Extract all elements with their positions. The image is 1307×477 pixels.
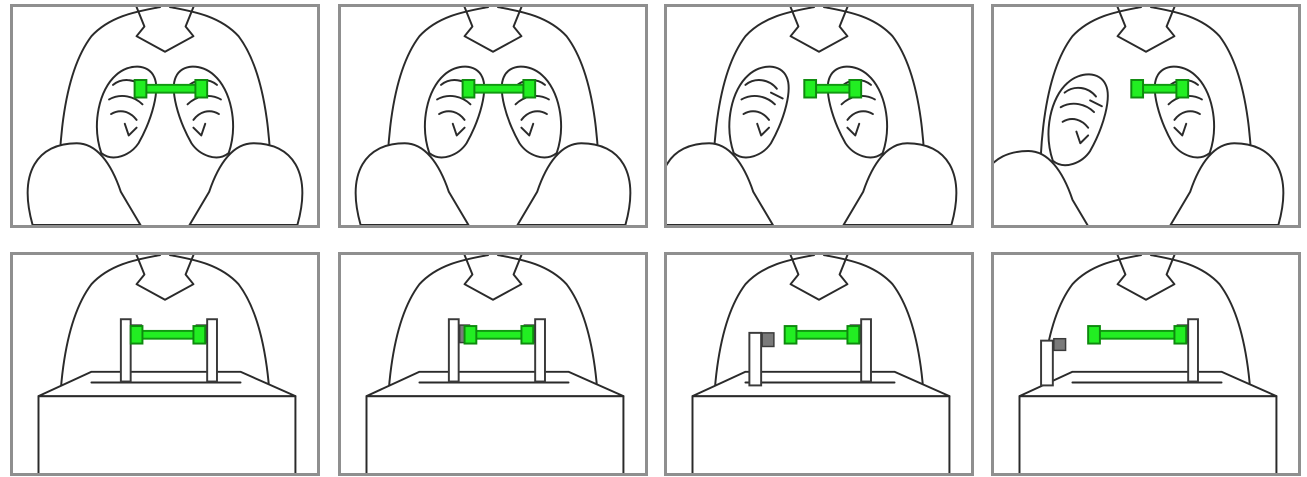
panel-illustration [354, 7, 632, 225]
clamp-left [1053, 337, 1067, 352]
clamp-left [761, 332, 775, 348]
fixture [365, 318, 625, 473]
collar [789, 7, 849, 53]
panel-fixture-step-2 [338, 252, 648, 476]
panel-illustration [26, 7, 304, 225]
bench-top [691, 370, 951, 398]
collar [463, 255, 523, 301]
panel-illustration [365, 255, 625, 473]
part-end-left [1130, 79, 1145, 99]
bench [691, 395, 951, 473]
fixture-post-right [534, 318, 546, 383]
panel-fixture-step-4 [991, 252, 1301, 476]
collar [463, 7, 523, 53]
green-part [1130, 79, 1190, 99]
green-part [803, 79, 863, 99]
collar [1116, 7, 1176, 53]
part-end-left [133, 79, 148, 99]
part-end-right [520, 325, 535, 345]
green-part [1087, 325, 1188, 345]
part-rod [789, 329, 849, 340]
green-part [129, 325, 207, 345]
panel-hands-step-3 [664, 4, 974, 228]
panel-hands-step-4 [991, 4, 1301, 228]
collar [789, 255, 849, 301]
bench-top [37, 370, 297, 398]
green-part [783, 325, 861, 345]
panel-illustration [37, 255, 297, 473]
panel-fixture-step-3 [664, 252, 974, 476]
panel-illustration [1018, 255, 1278, 473]
part-end-left [463, 325, 478, 345]
panel-hands-step-1 [10, 4, 320, 228]
left-hand [994, 73, 1109, 225]
fixture-post-left [447, 318, 460, 383]
collar [1116, 255, 1176, 301]
fixture-post-left [748, 331, 763, 387]
part-end-left [129, 325, 144, 345]
part-end-left [461, 79, 476, 99]
panel-hands-step-2 [338, 4, 648, 228]
part-rod [135, 329, 203, 340]
fixture [37, 318, 297, 473]
part-end-right [848, 79, 863, 99]
part-rod [139, 83, 203, 94]
panel-fixture-step-1 [10, 252, 320, 476]
bench [1018, 395, 1278, 473]
part-end-right [194, 79, 209, 99]
green-part [133, 79, 209, 99]
fixture [1018, 318, 1278, 473]
fixture-post-right [860, 318, 872, 383]
part-end-left [783, 325, 798, 345]
collar [135, 255, 195, 301]
left-hand [667, 65, 790, 225]
fixture-post-right [1187, 318, 1199, 383]
part-end-right [522, 79, 537, 99]
fixture-post-left [119, 318, 132, 383]
panel-illustration [691, 255, 951, 473]
fixture [691, 318, 951, 473]
fixture-post-right [206, 318, 218, 383]
green-part [463, 325, 535, 345]
fixture-post-left [1040, 339, 1054, 387]
bench [37, 395, 297, 473]
green-part [461, 79, 537, 99]
part-end-right [1173, 325, 1188, 345]
left-hand [26, 65, 158, 225]
collar [135, 7, 195, 53]
part-end-right [1175, 79, 1190, 99]
part-end-right [192, 325, 207, 345]
part-rod [467, 83, 531, 94]
part-end-left [803, 79, 818, 99]
part-end-left [1087, 325, 1101, 345]
part-end-right [846, 325, 861, 345]
panel-illustration [994, 7, 1285, 225]
part-rod [1093, 329, 1176, 340]
panel-illustration [667, 7, 958, 225]
bench-top [1018, 370, 1278, 398]
bench-top [365, 370, 625, 398]
bench [365, 395, 625, 473]
